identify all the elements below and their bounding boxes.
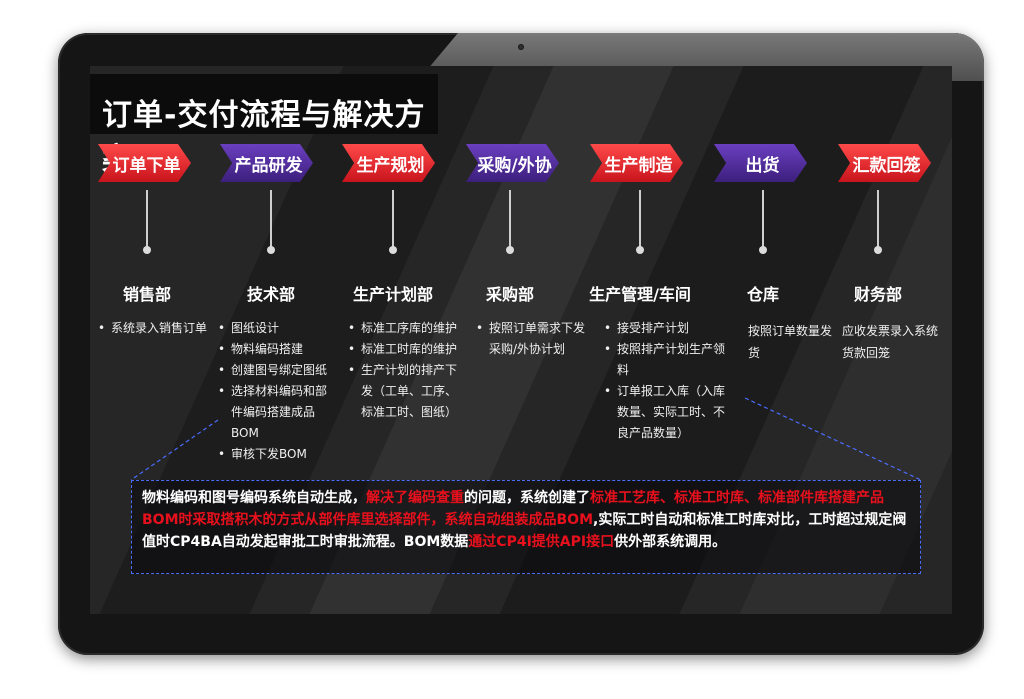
- task-item: 创建图号绑定图纸: [218, 360, 328, 381]
- step-arrow-6: 出货: [714, 144, 807, 182]
- connector-line-left: [130, 419, 219, 481]
- department-label: 销售部: [122, 285, 172, 304]
- summary-text: 供外部系统调用。: [614, 534, 727, 550]
- task-list: 按照订单需求下发采购/外协计划: [476, 318, 594, 360]
- task-item: 图纸设计: [218, 318, 328, 339]
- step-dot: [874, 246, 882, 254]
- summary-highlight: 解决了编码查重: [366, 490, 464, 506]
- department-label: 财务部: [853, 285, 903, 304]
- connector-line-right: [744, 397, 922, 481]
- task-item: 按照排产计划生产领料: [604, 339, 734, 381]
- department-label: 生产计划部: [352, 285, 434, 304]
- task-item: 审核下发BOM: [218, 444, 328, 465]
- summary-text: 的问题，系统创建了: [464, 490, 590, 506]
- step-connector: [877, 190, 879, 248]
- screen: 订单-交付流程与解决方案 订单下单销售部系统录入销售订单产品研发技术部图纸设计物…: [90, 66, 952, 614]
- step-arrow-5: 生产制造: [590, 144, 683, 182]
- task-item: 物料编码搭建: [218, 339, 328, 360]
- task-item: 按照订单需求下发采购/外协计划: [476, 318, 594, 360]
- task-item: 订单报工入库（入库数量、实际工时、不良产品数量）: [604, 381, 734, 444]
- task-list: 接受排产计划按照排产计划生产领料订单报工入库（入库数量、实际工时、不良产品数量）: [604, 318, 734, 444]
- step-connector: [762, 190, 764, 248]
- summary-highlight: 标准工艺库、标准工时库、标准部件库搭建产品BOM时采取搭积木的方式从部件库里选择…: [142, 490, 884, 528]
- department-label: 仓库: [746, 285, 780, 304]
- step-arrow-1: 订单下单: [98, 144, 191, 182]
- task-item: 标准工时库的维护: [348, 339, 466, 360]
- task-item: 系统录入销售订单: [98, 318, 210, 339]
- department-label: 采购部: [485, 285, 535, 304]
- step-arrow-4: 采购/外协: [466, 144, 559, 182]
- task-item: 接受排产计划: [604, 318, 734, 339]
- task-text: 应收发票录入系统货款回笼: [842, 324, 939, 360]
- step-arrow-3: 生产规划: [342, 144, 435, 182]
- step-arrow-7: 汇款回笼: [838, 144, 931, 182]
- camera-icon: [518, 44, 524, 50]
- task-item: 选择材料编码和部件编码搭建成品BOM: [218, 381, 328, 444]
- department-label: 技术部: [246, 285, 296, 304]
- summary-box: 物料编码和图号编码系统自动生成，解决了编码查重的问题，系统创建了标准工艺库、标准…: [131, 480, 921, 574]
- connector-lines: [130, 397, 922, 481]
- step-dot: [759, 246, 767, 254]
- step-dot: [389, 246, 397, 254]
- step-connector: [509, 190, 511, 248]
- step-arrow-2: 产品研发: [220, 144, 313, 182]
- department-label: 生产管理/车间: [589, 285, 691, 304]
- step-connector: [270, 190, 272, 248]
- task-list: 图纸设计物料编码搭建创建图号绑定图纸选择材料编码和部件编码搭建成品BOM审核下发…: [218, 318, 328, 465]
- step-dot: [636, 246, 644, 254]
- step-connector: [146, 190, 148, 248]
- task-list: 标准工序库的维护标准工时库的维护生产计划的排产下发（工单、工序、标准工时、图纸）: [348, 318, 466, 423]
- step-dot: [506, 246, 514, 254]
- task-list: 系统录入销售订单: [98, 318, 210, 339]
- step-connector: [392, 190, 394, 248]
- summary-text: 物料编码和图号编码系统自动生成，: [142, 490, 366, 506]
- task-text: 按照订单数量发货: [748, 324, 833, 360]
- step-dot: [267, 246, 275, 254]
- step-connector: [639, 190, 641, 248]
- summary-text: ,实际工时自动和标准工时库对比，工时超过规定阀值时CP4BA自动发起审批工时审批…: [142, 512, 907, 550]
- step-dot: [143, 246, 151, 254]
- summary-highlight: 通过CP4I提供API接口: [468, 534, 615, 550]
- task-item: 生产计划的排产下发（工单、工序、标准工时、图纸）: [348, 360, 466, 423]
- task-item: 标准工序库的维护: [348, 318, 466, 339]
